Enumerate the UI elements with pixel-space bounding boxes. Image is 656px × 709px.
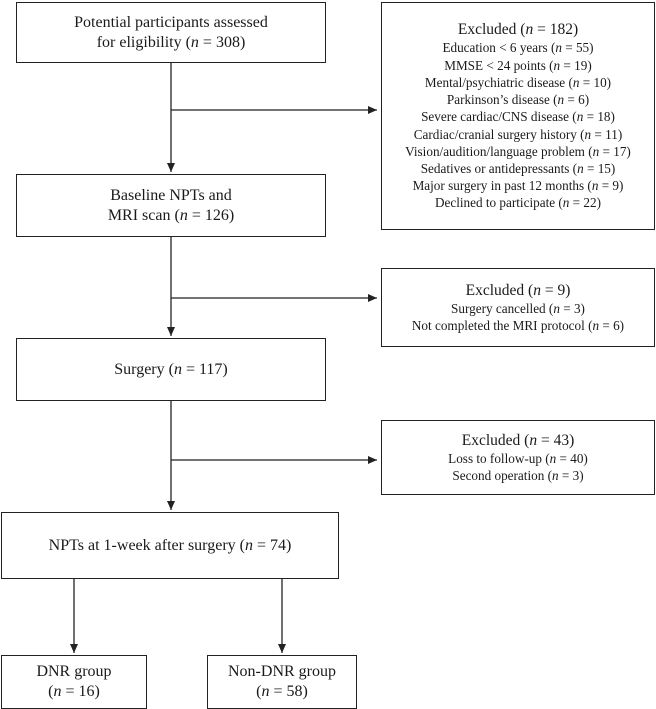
- exclusion-2-item: Not completed the MRI protocol (n = 6): [411, 318, 625, 333]
- exclusion-1-item: MMSE < 24 points (n = 19): [444, 57, 592, 73]
- exclusion-1-item: Sedatives or antidepressants (n = 15): [420, 160, 616, 176]
- exclusion-3-title: Excluded (n = 43): [461, 431, 575, 449]
- exclusion-3-item: Second operation (n = 3): [452, 468, 584, 483]
- assessed-box: Potential participants assessed for elig…: [16, 2, 326, 63]
- followup-box: NPTs at 1-week after surgery (n = 74): [1, 512, 339, 579]
- baseline-line-2: MRI scan (n = 126): [107, 206, 235, 224]
- surgery-box: Surgery (n = 117): [16, 338, 326, 401]
- assessed-line-2: for eligibility (n = 308): [96, 33, 246, 51]
- dnr-group-box: DNR group (n = 16): [1, 655, 147, 709]
- surgery-line: Surgery (n = 117): [114, 360, 228, 378]
- exclusion-1-item: Declined to participate (n = 22): [434, 195, 601, 211]
- exclusion-1-item: Major surgery in past 12 months (n = 9): [412, 178, 624, 194]
- exclusion-2-item: Surgery cancelled (n = 3): [451, 300, 585, 316]
- baseline-line-1: Baseline NPTs and: [110, 186, 232, 204]
- exclusion-1-item: Cardiac/cranial surgery history (n = 11): [413, 126, 623, 142]
- nondnr-line-2: (n = 58): [256, 683, 308, 700]
- exclusion-1-title: Excluded (n = 182): [457, 21, 579, 39]
- exclusion-box-2: Excluded (n = 9) Surgery cancelled (n = …: [381, 268, 655, 347]
- exclusion-1-item: Education < 6 years (n = 55): [442, 40, 594, 56]
- exclusion-1-item: Parkinson’s disease (n = 6): [446, 92, 590, 108]
- dnr-line-1: DNR group: [36, 663, 112, 680]
- baseline-box: Baseline NPTs and MRI scan (n = 126): [16, 174, 326, 237]
- assessed-line-1: Potential participants assessed: [74, 13, 268, 31]
- exclusion-2-title: Excluded (n = 9): [465, 281, 571, 299]
- nondnr-line-1: Non-DNR group: [228, 663, 336, 680]
- dnr-line-2: (n = 16): [48, 683, 100, 700]
- nondnr-group-box: Non-DNR group (n = 58): [207, 655, 357, 709]
- exclusion-3-item: Loss to follow-up (n = 40): [448, 450, 588, 466]
- exclusion-1-item: Vision/audition/language problem (n = 17…: [405, 143, 631, 159]
- exclusion-box-1: Excluded (n = 182) Education < 6 years (…: [381, 2, 655, 230]
- followup-line: NPTs at 1-week after surgery (n = 74): [48, 536, 292, 554]
- exclusion-1-item: Mental/psychiatric disease (n = 10): [424, 74, 612, 90]
- exclusion-box-3: Excluded (n = 43) Loss to follow-up (n =…: [381, 420, 655, 495]
- exclusion-1-item: Severe cardiac/CNS disease (n = 18): [421, 109, 615, 125]
